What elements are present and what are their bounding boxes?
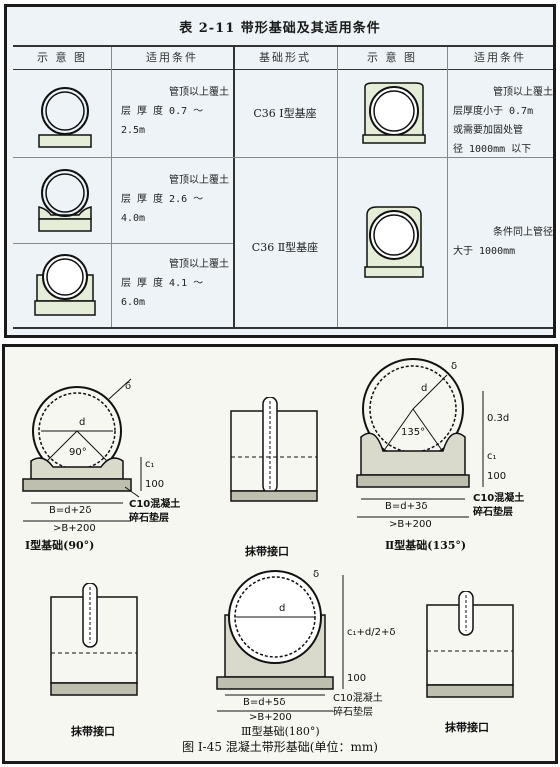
d-label: d <box>79 417 85 428</box>
foundation-figure-panel: d δ 90° c₁ 100 C10混凝土 碎石垫层 B=d+2δ >B+200… <box>2 344 558 764</box>
header-divider <box>13 69 553 70</box>
base-form-type2: C36 Ⅱ型基座 <box>251 241 319 254</box>
header-form: 基础形式 <box>259 51 311 64</box>
b200-label: >B+200 <box>249 712 292 721</box>
d-label: d <box>279 603 285 614</box>
col-divider <box>337 47 338 327</box>
type1-label: Ⅰ型基础(90°) <box>25 539 95 552</box>
h03d-label: 0.3d <box>487 413 509 424</box>
b3-label: B=d+5δ <box>243 697 285 708</box>
header-diagram-1: 示 意 图 <box>37 51 87 64</box>
type1-foundation-drawing: d δ 90° c₁ 100 C10混凝土 碎石垫层 B=d+2δ >B+200 <box>22 378 180 534</box>
joint-drawing-2 <box>50 583 138 696</box>
concrete-label: C10混凝土 <box>333 691 383 704</box>
delta-label: δ <box>313 569 319 580</box>
h-c1-label: c₁+d/2+δ <box>347 627 395 638</box>
foundation-table: 示 意 图 适用条件 基础形式 示 意 图 适用条件 管顶以上覆土 层 厚 度 … <box>13 45 553 329</box>
row-divider <box>13 243 233 244</box>
col-divider <box>233 47 235 327</box>
row-divider <box>233 157 553 158</box>
type2-base-sketch <box>364 206 424 278</box>
header-diagram-2: 示 意 图 <box>367 51 417 64</box>
delta-label: δ <box>451 361 457 372</box>
joint-label-3: 抹带接口 <box>445 721 489 734</box>
type2-label: Ⅱ型基础(135°) <box>385 539 467 552</box>
figure-caption: 图 I-45 混凝土带形基础(单位：mm) <box>182 740 378 754</box>
col-divider <box>111 47 112 327</box>
delta-label: δ <box>125 381 131 392</box>
concrete-label: C10混凝土 <box>129 497 180 510</box>
header-condition-1: 适用条件 <box>146 51 198 64</box>
foundation-table-panel: 表 2-11 带形基础及其适用条件 示 意 图 适用条件 基础形式 示 意 图 … <box>4 4 556 338</box>
angle-135-label: 135° <box>401 427 425 438</box>
condition-row-2: 管顶以上覆土 层 厚 度 2.6 ～ 4.0m <box>121 175 229 224</box>
gravel-label: 碎石垫层 <box>473 505 513 518</box>
table-title: 表 2-11 带形基础及其适用条件 <box>179 21 381 36</box>
d-label: d <box>421 383 427 394</box>
row-divider <box>13 157 233 158</box>
h100-label: 100 <box>145 479 164 490</box>
b1-label: B=d+2δ <box>49 505 91 516</box>
h100-label: 100 <box>487 471 506 482</box>
pipe-embedded-base-sketch <box>34 254 96 316</box>
type3-foundation-drawing: d δ c₁+d/2+δ 100 B=d+5δ >B+200 C10混凝土 碎石… <box>216 569 395 721</box>
condition-type1: 管顶以上覆土 层厚度小于 0.7m 或需要加固处管 径 1000mm 以下 <box>453 87 553 155</box>
pipe-saddle-base-sketch <box>38 169 92 232</box>
angle-90-label: 90° <box>69 447 87 458</box>
col-divider <box>447 47 448 327</box>
c1-label: c₁ <box>487 451 497 462</box>
joint-drawing-3 <box>426 591 514 698</box>
condition-row-3: 管顶以上覆土 层 厚 度 4.1 ～ 6.0m <box>121 259 229 308</box>
gravel-label: 碎石垫层 <box>333 705 373 718</box>
h100-label: 100 <box>347 673 366 684</box>
base-form-type1: C36 Ⅰ型基座 <box>253 107 317 120</box>
joint-drawing-1 <box>230 397 318 502</box>
type2-foundation-drawing: d δ 135° 0.3d c₁ 100 C10混凝土 碎石垫层 B=d+3δ … <box>356 358 524 530</box>
joint-label-2: 抹带接口 <box>71 725 115 738</box>
condition-type2: 条件同上管径 大于 1000mm <box>453 227 553 257</box>
type1-base-sketch <box>362 82 426 144</box>
b200-label: >B+200 <box>53 523 96 534</box>
condition-row-1: 管顶以上覆土 层 厚 度 0.7 ～ 2.5m <box>121 87 229 136</box>
joint-label-1: 抹带接口 <box>245 545 289 558</box>
b2-label: B=d+3δ <box>385 501 427 512</box>
pipe-flat-base-sketch <box>38 87 92 148</box>
header-condition-2: 适用条件 <box>474 51 526 64</box>
b200-label: >B+200 <box>389 519 432 530</box>
type3-label: Ⅲ型基础(180°) <box>241 725 320 738</box>
c1-label: c₁ <box>145 459 155 470</box>
concrete-label: C10混凝土 <box>473 491 524 504</box>
gravel-label: 碎石垫层 <box>129 511 169 524</box>
